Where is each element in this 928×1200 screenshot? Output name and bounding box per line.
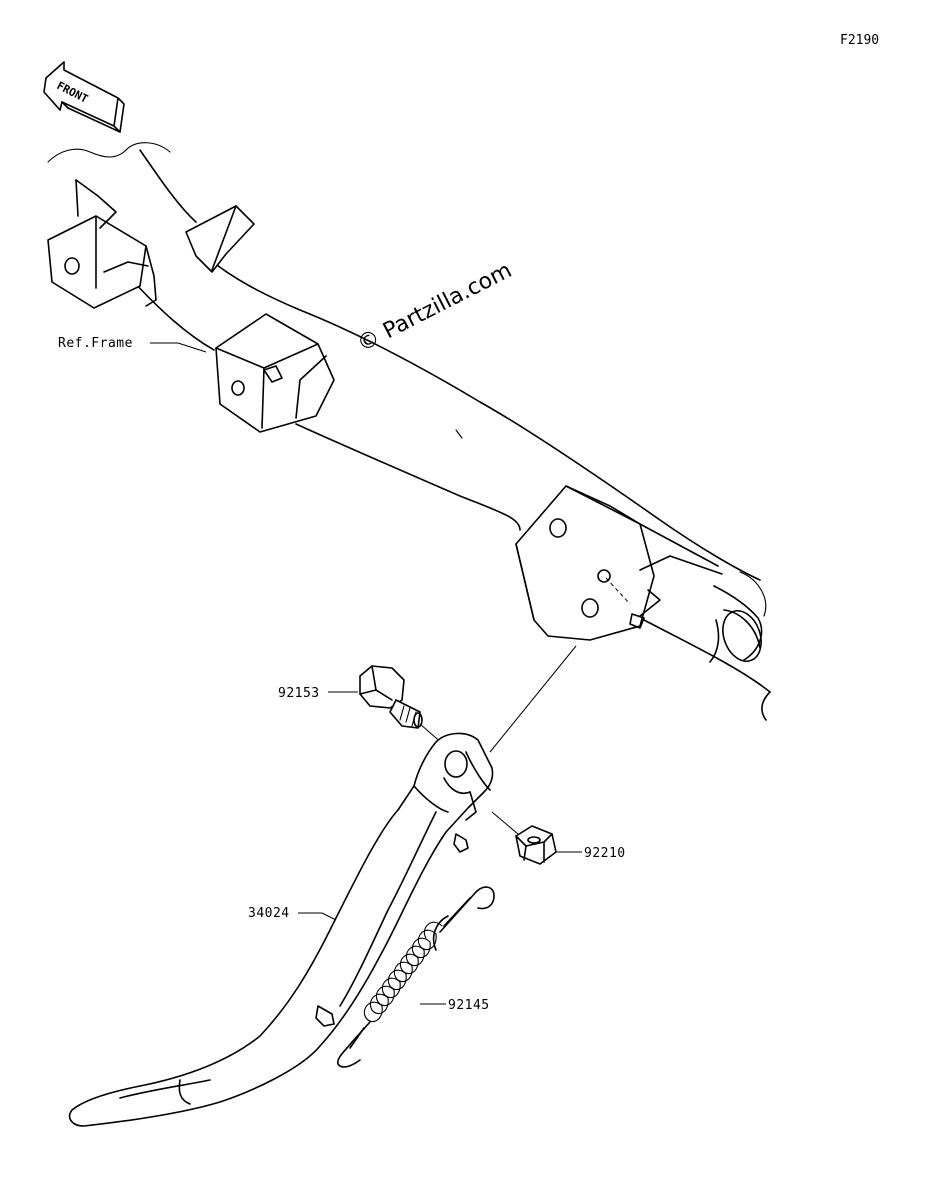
spring-part [336, 886, 495, 1068]
front-arrow-icon: FRONT [43, 61, 125, 133]
ref-frame-label: Ref.Frame [58, 336, 133, 351]
watermark: © Partzilla.com [353, 258, 516, 357]
stand-part [68, 732, 494, 1127]
part-number-92153: 92153 [278, 686, 320, 701]
part-number-92145: 92145 [448, 998, 490, 1013]
part-number-92210: 92210 [584, 846, 626, 861]
part-number-34024: 34024 [248, 906, 290, 921]
nut-part [491, 811, 557, 865]
bolt-part [359, 665, 423, 729]
figure-code: F2190 [840, 33, 879, 48]
frame-assembly [47, 142, 771, 721]
